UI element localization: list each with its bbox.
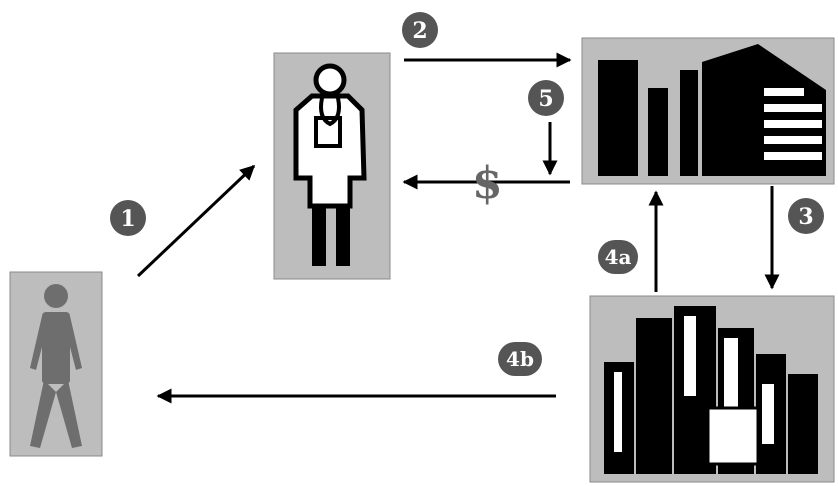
office-buildings-node: [589, 295, 835, 483]
step-badge-3: 3: [788, 198, 824, 234]
step-4a-label: 4a: [605, 245, 632, 269]
doctor-icon: [293, 63, 367, 266]
office-buildings-icon: [604, 306, 818, 474]
hospital-node: [581, 37, 835, 185]
step-badge-2: 2: [402, 12, 438, 48]
step-2-label: 2: [412, 18, 427, 44]
step-badge-4b: 4b: [498, 342, 542, 376]
doctor-node: [273, 52, 391, 280]
step-4b-label: 4b: [506, 347, 534, 371]
arrow-step-1: [136, 164, 256, 278]
step-badge-1: 1: [110, 200, 146, 236]
patient-node: [9, 271, 103, 457]
patient-icon: [30, 284, 82, 448]
step-3-label: 3: [798, 204, 813, 230]
hospital-icon: [598, 44, 826, 176]
step-badge-5: 5: [528, 80, 564, 116]
step-badge-4a: 4a: [598, 240, 638, 274]
payment-symbol: $: [472, 158, 503, 209]
step-1-label: 1: [120, 206, 135, 232]
step-5-label: 5: [538, 86, 553, 112]
